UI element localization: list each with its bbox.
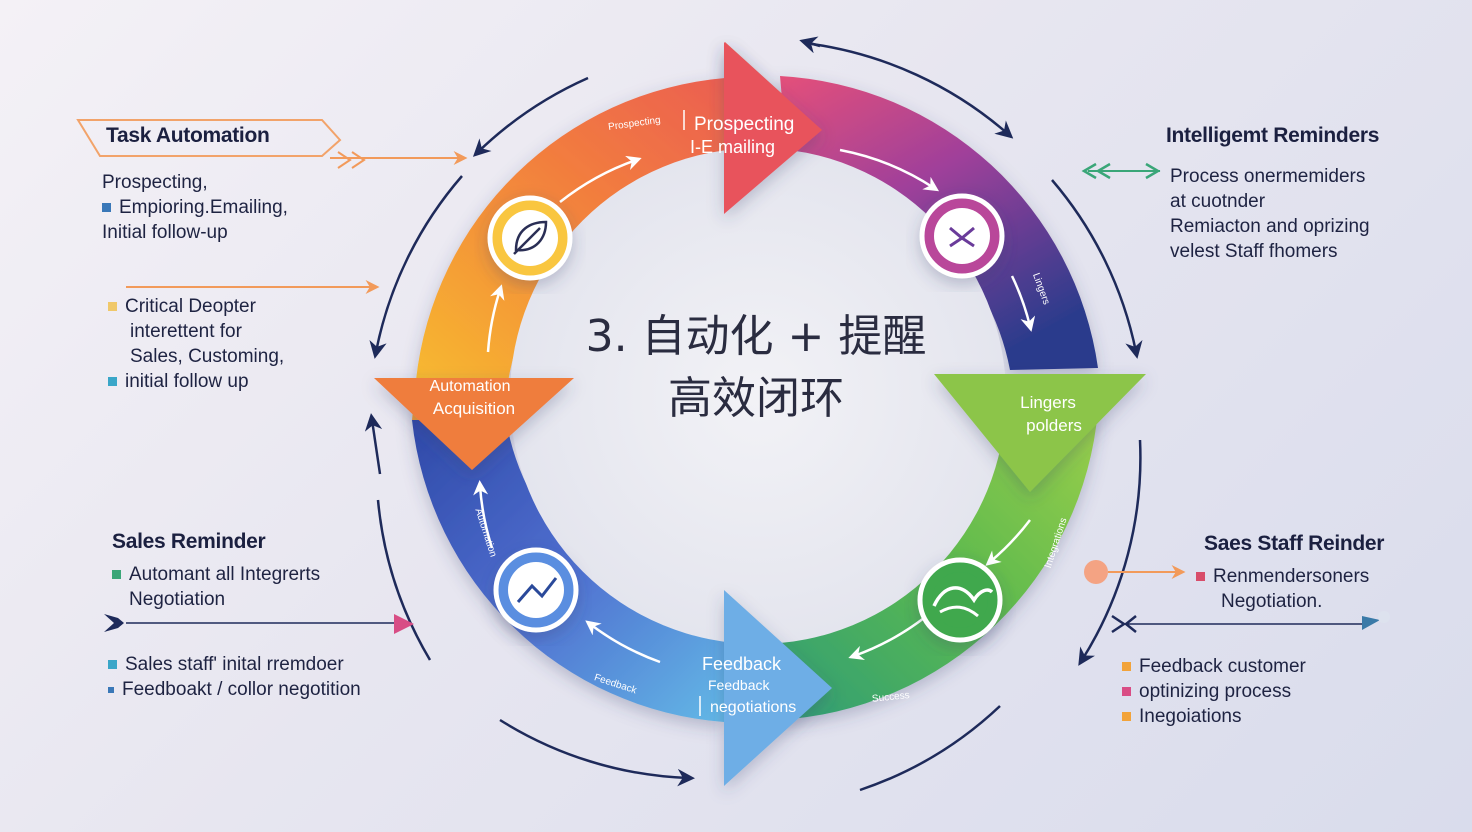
panel-line: Remiacton and oprizing: [1170, 216, 1370, 237]
ring-arrowheads: [374, 42, 1146, 786]
panel-line: Prospecting,: [102, 172, 208, 193]
ring-label-right-2: polders: [1026, 416, 1082, 435]
panel-line: Empioring.Emailing,: [102, 195, 288, 220]
panel-line: Sales, Customing,: [130, 346, 285, 367]
center-title-line-2: 高效闭环: [668, 373, 844, 424]
arrowhead-left: [374, 378, 574, 470]
panel-line: initial follow up: [108, 369, 284, 394]
chart-icon: [493, 547, 579, 633]
panel-sales-reminder: Sales Reminder Automant all Integrerts N…: [112, 530, 320, 612]
panel-intelligent-reminders-body: Process onermemiders at cuotnder Remiact…: [1170, 164, 1370, 264]
x-icon: [919, 193, 1005, 279]
panel-line: Sales staff' inital rremdoer: [108, 652, 361, 677]
ring-label-left-1: Automation: [430, 378, 511, 395]
panel-line: velest Staff fhomers: [1170, 241, 1338, 262]
panel-line: Negotiation.: [1221, 591, 1323, 612]
panel-line: optinizing process: [1122, 679, 1306, 704]
panel-sales-staff: Saes Staff Reinder: [1204, 532, 1384, 556]
panel-line: at cuotnder: [1170, 191, 1266, 212]
panel-line: Feedback customer: [1122, 654, 1306, 679]
ring-label-top-1: Prospecting: [694, 114, 794, 135]
arrowhead-bottom: [724, 590, 832, 786]
arrowhead-top: [724, 42, 822, 214]
panel-sales-bottom: Sales staff' inital rremdoer Feedboakt /…: [108, 652, 361, 702]
ring-label-bottom-3: negotiations: [710, 699, 796, 716]
leaf-icon: [487, 195, 573, 281]
ring-label-left-2: Acquisition: [433, 399, 515, 418]
bird-icon: [917, 557, 1003, 643]
panel-title: Intelligemt Reminders: [1166, 124, 1380, 147]
ring-label-top-2: I-E mailing: [690, 137, 775, 157]
panel-line: Critical Deopter: [108, 294, 284, 319]
panel-sales-staff-body: Renmendersoners Negotiation.: [1196, 564, 1369, 614]
panel-title: Task Automation: [106, 124, 270, 147]
inner-flow-arrows: [473, 148, 1036, 664]
ring-label-small-bottom: Success: [871, 690, 910, 705]
panel-task-automation: Task Automation: [106, 124, 270, 148]
panel-title: Sales Reminder: [112, 530, 266, 553]
center-title: 3. 自动化 + 提醒 高效闭环: [506, 306, 1006, 430]
panel-task-automation-body: Prospecting, Empioring.Emailing, Initial…: [102, 170, 288, 245]
panel-title: Saes Staff Reinder: [1204, 532, 1385, 555]
panel-intelligent-reminders: Intelligemt Reminders: [1166, 124, 1379, 148]
panel-line: Automant all Integrerts: [112, 562, 320, 587]
panel-line: Initial follow-up: [102, 222, 228, 243]
panel-line: interettent for: [130, 321, 242, 342]
panel-line: Process onermemiders: [1170, 166, 1366, 187]
panel-line: Feedboakt / collor negotition: [108, 677, 361, 702]
arrowhead-right: [934, 374, 1146, 492]
center-disc: [510, 148, 1006, 644]
outer-orbit-arrows: [364, 36, 1143, 792]
ring-label-bottom-2: Feedback: [708, 677, 770, 693]
panel-feedback: Feedback customer optinizing process Ine…: [1122, 654, 1306, 729]
connectors: [76, 119, 1390, 634]
center-title-line-1: 3. 自动化 + 提醒: [585, 311, 927, 362]
ring-label-bottom-1: Feedback: [702, 654, 782, 674]
ring-label-right-1: Lingers: [1020, 393, 1076, 412]
panel-line: Inegoiations: [1122, 704, 1306, 729]
panel-critical: Critical Deopter interettent for Sales, …: [108, 294, 284, 394]
panel-line: Negotiation: [129, 589, 226, 610]
panel-line: Renmendersoners: [1196, 564, 1369, 589]
